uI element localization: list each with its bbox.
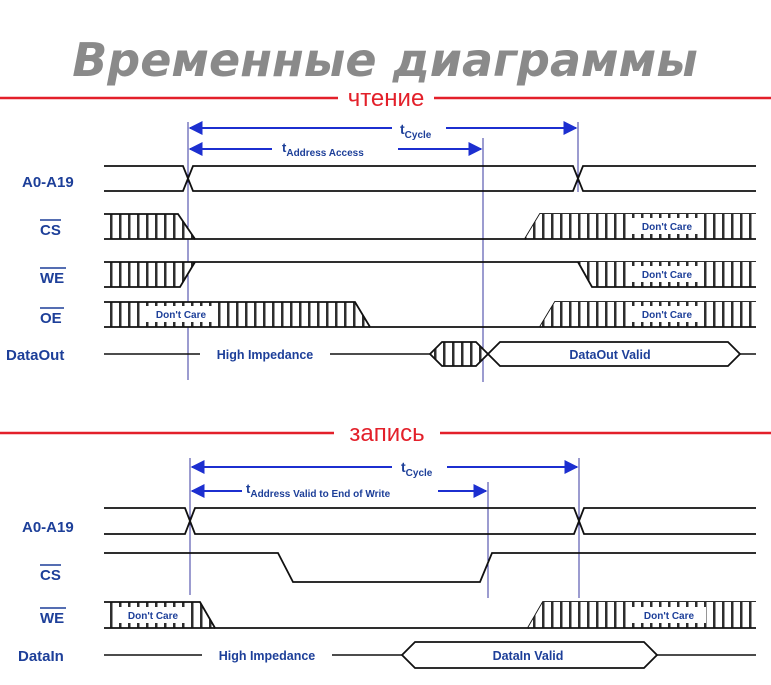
- read-label-dataout: DataOut: [6, 347, 64, 364]
- read-we-dontcare-box: [630, 266, 704, 282]
- read-oe-dontcare-box-right: [630, 306, 704, 322]
- read-oe-dontcare-label-left: Don't Care: [156, 310, 207, 321]
- read-label-we: WE: [40, 270, 64, 287]
- read-oe-waveform: Don't Care Don't Care: [104, 301, 756, 328]
- read-oe-dontcare-label-right: Don't Care: [642, 310, 693, 321]
- read-label-address: A0-A19: [22, 174, 74, 191]
- write-label-datain: DataIn: [18, 648, 64, 665]
- read-dataout-waveform: High Impedance DataOut Valid: [104, 341, 756, 367]
- read-tcycle-label: tCycle: [400, 121, 432, 141]
- read-cs-dontcare-box: [630, 218, 704, 234]
- write-we-dontcare-box-left: [116, 607, 190, 623]
- write-we-waveform: Don't Care Don't Care: [104, 601, 756, 629]
- read-label-cs: CS: [40, 222, 61, 239]
- write-datain-highz-box: [202, 646, 332, 664]
- read-dataout-highz-box: [200, 345, 330, 363]
- write-label-we: WE: [40, 610, 64, 627]
- write-section: запись tCycle tAddress Valid to End of W…: [0, 420, 771, 669]
- diagram-title: Временные диаграммы: [72, 33, 698, 87]
- read-taccess-label: tAddress Access: [282, 140, 364, 159]
- write-label-cs: CS: [40, 567, 61, 584]
- write-datain-valid-label: DataIn Valid: [493, 649, 564, 663]
- write-tcycle-label: tCycle: [401, 459, 433, 479]
- write-tvalid-label: tAddress Valid to End of Write: [246, 481, 391, 500]
- write-section-label: запись: [349, 420, 424, 447]
- read-label-oe: OE: [40, 310, 62, 327]
- read-address-waveform: [104, 165, 756, 192]
- read-dataout-valid-label: DataOut Valid: [569, 348, 650, 362]
- write-datain-highz-label: High Impedance: [219, 649, 316, 663]
- read-we-waveform: Don't Care: [104, 261, 756, 288]
- read-section-label: чтение: [348, 85, 425, 112]
- read-cs-waveform: Don't Care: [104, 213, 756, 240]
- read-section: чтение tCycle tAddress Access A0-A19 CS …: [0, 85, 771, 382]
- read-dataout-highz-label: High Impedance: [217, 348, 314, 362]
- write-we-dontcare-box-right: [632, 607, 706, 623]
- write-label-address: A0-A19: [22, 519, 74, 536]
- write-datain-waveform: High Impedance DataIn Valid: [104, 641, 756, 669]
- write-cs-waveform: [104, 552, 756, 583]
- read-we-dontcare-label: Don't Care: [642, 270, 693, 281]
- read-cs-dontcare-label: Don't Care: [642, 222, 693, 233]
- read-oe-dontcare-box-left: [144, 306, 218, 322]
- write-we-dontcare-label-left: Don't Care: [128, 611, 179, 622]
- write-address-waveform: [104, 507, 756, 535]
- write-we-dontcare-label-right: Don't Care: [644, 611, 695, 622]
